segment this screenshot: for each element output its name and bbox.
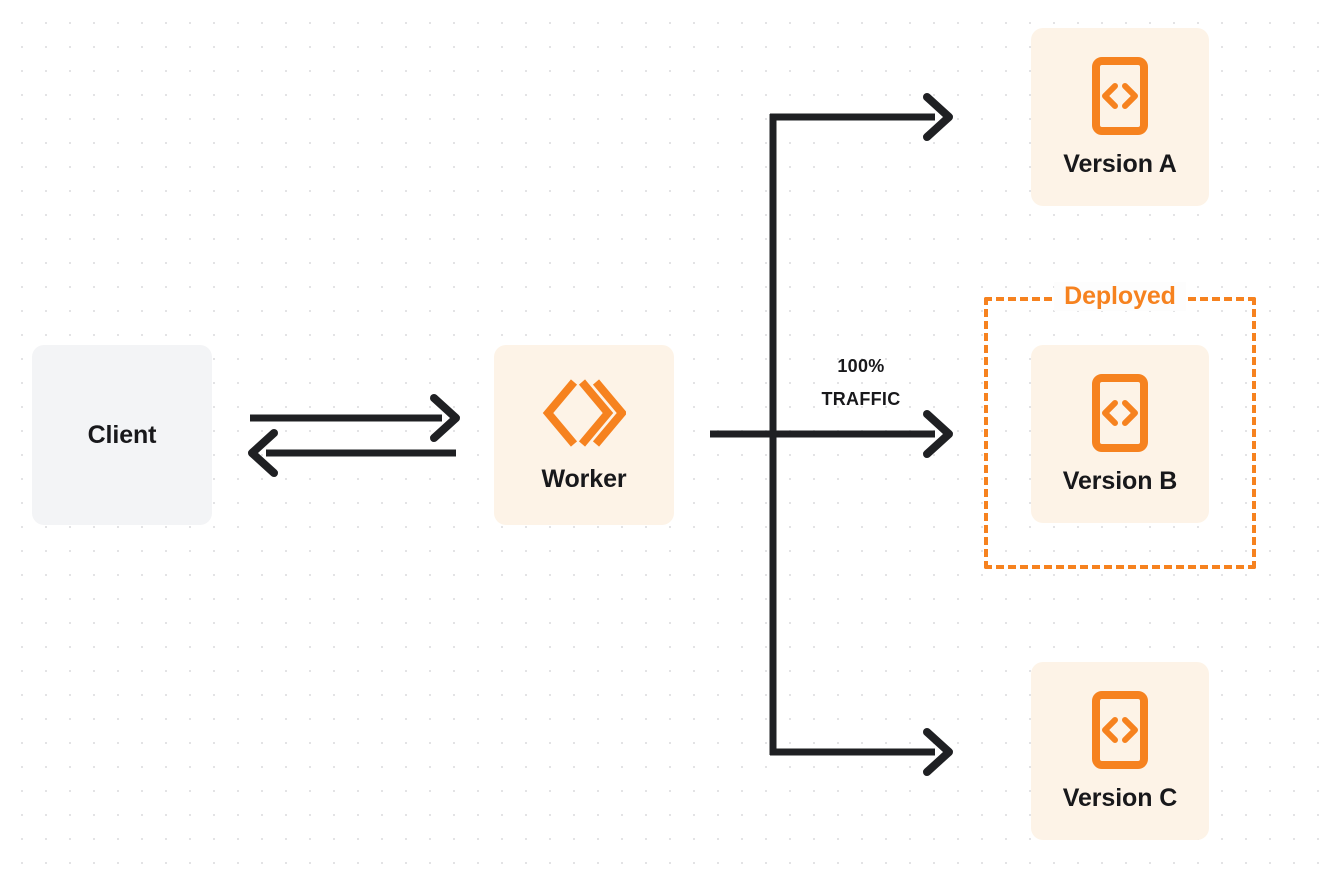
arrow-client-to-worker xyxy=(250,394,460,442)
arrow-worker-to-client xyxy=(248,429,456,477)
node-version-c-label: Version C xyxy=(1062,783,1178,812)
node-version-c[interactable]: Version C xyxy=(1031,662,1209,840)
code-file-icon xyxy=(1090,56,1150,136)
node-worker-label: Worker xyxy=(541,464,627,493)
deployed-group-label: Deployed xyxy=(1054,281,1186,311)
traffic-word: TRAFFIC xyxy=(821,389,901,409)
arrow-to-version-b xyxy=(710,410,953,458)
node-client-label: Client xyxy=(87,420,157,449)
node-version-b-label: Version B xyxy=(1062,466,1178,495)
node-version-b[interactable]: Version B xyxy=(1031,345,1209,523)
node-version-a[interactable]: Version A xyxy=(1031,28,1209,206)
arrow-to-version-a xyxy=(770,93,953,141)
code-file-icon xyxy=(1090,373,1150,453)
node-version-a-label: Version A xyxy=(1063,149,1177,178)
code-file-icon xyxy=(1090,690,1150,770)
arrow-to-version-c xyxy=(770,728,953,776)
deployed-group: Deployed xyxy=(984,281,1256,569)
node-worker[interactable]: Worker xyxy=(494,345,674,525)
workers-logo-icon xyxy=(542,377,626,449)
traffic-percentage-label: 100% TRAFFIC xyxy=(803,350,919,416)
node-client[interactable]: Client xyxy=(32,345,212,525)
traffic-percent-value: 100% xyxy=(837,356,885,376)
